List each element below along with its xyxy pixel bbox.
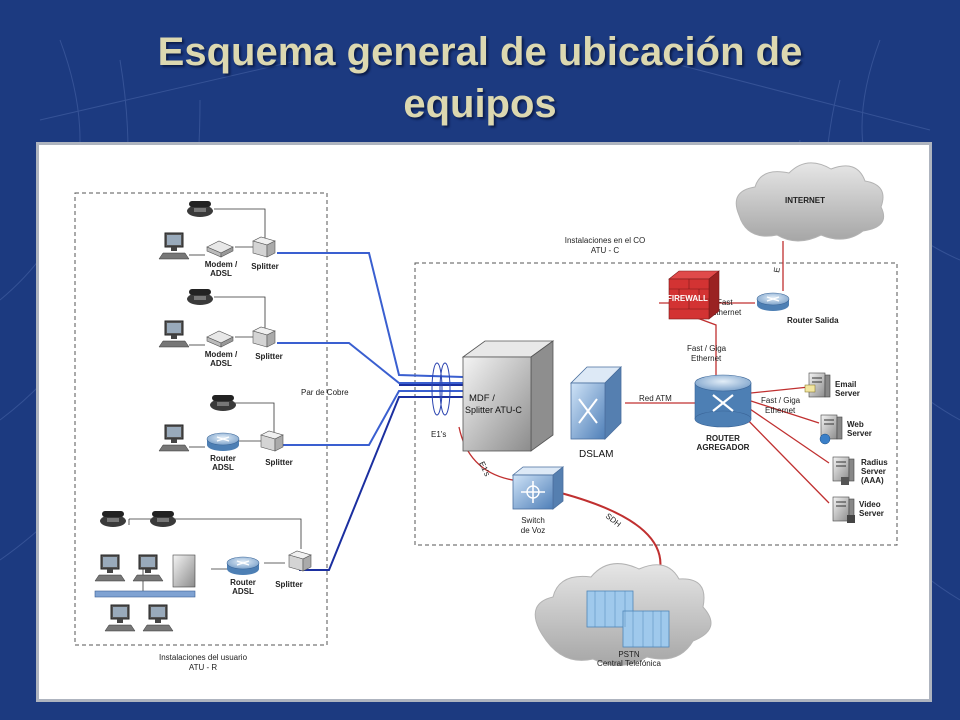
splitter-icon [252, 326, 276, 348]
splitter-1-label: Splitter [251, 262, 279, 271]
mdf-splitter-box: MDF / Splitter ATU-C [461, 340, 555, 452]
video-server [832, 496, 855, 523]
modem-2-label: Modem / [205, 350, 238, 359]
telephone-icon [187, 289, 213, 305]
par-de-cobre-label: Par de Cobre [301, 388, 349, 397]
e1s-voice-label: E1's [477, 460, 492, 478]
telephone-icon [100, 511, 126, 527]
splitter-icon [260, 430, 284, 452]
router-agregador-label-2: AGREGADOR [697, 443, 750, 452]
splitter-2-label: Splitter [255, 352, 283, 361]
e-label: E [772, 267, 782, 274]
diagram-panel: Instalaciones del usuario ATU - R Instal… [36, 142, 932, 702]
pstn-label-2: Central Telefónica [597, 659, 661, 668]
router-salida-icon [756, 292, 790, 312]
firewall-icon [668, 270, 720, 320]
copper-lines [277, 252, 464, 571]
router-agregador-label: ROUTER [706, 434, 740, 443]
router-3-label: Router [210, 454, 236, 463]
mdf-label: MDF / [469, 393, 495, 404]
user-zone-box [74, 192, 328, 646]
switch-label: Switch [521, 516, 545, 525]
fast-giga-top-label-1: Fast / Giga [687, 344, 727, 353]
computer-icon [104, 604, 136, 632]
network-diagram: Instalaciones del usuario ATU - R Instal… [74, 162, 898, 672]
e1-bundle [431, 362, 451, 416]
user-zone-label-2: ATU - R [189, 663, 218, 672]
computer-icon [158, 320, 190, 348]
dslam-device [570, 366, 622, 440]
splitter-icon [288, 550, 312, 572]
radius-server-label-3: (AAA) [861, 476, 884, 485]
radius-server-label-2: Server [861, 467, 886, 476]
mdf-label-2: Splitter ATU-C [465, 405, 522, 415]
modem-2-label-2: ADSL [210, 359, 232, 368]
router-4-label: Router [230, 578, 256, 587]
router-icon [206, 432, 240, 452]
server-icon [172, 554, 196, 588]
fast-giga-right-label-1: Fast / Giga [761, 396, 801, 405]
fast-ethernet-label-1: Fast [717, 298, 733, 307]
video-server-label: Video [859, 500, 881, 509]
co-zone-label-2: ATU - C [591, 246, 620, 255]
user-zone-label: Instalaciones del usuario [159, 653, 248, 662]
router-4-label-2: ADSL [232, 587, 254, 596]
user-site-1: Modem / ADSL Splitter [158, 201, 279, 278]
router-agregador [694, 374, 752, 428]
fast-giga-right-label-2: Ethernet [765, 406, 796, 415]
email-server-label-2: Server [835, 389, 860, 398]
switch-de-voz [511, 466, 565, 510]
computer-icon [132, 554, 164, 582]
router-3-label-2: ADSL [212, 463, 234, 472]
splitter-icon [252, 236, 276, 258]
slide-title-line-1: Esquema general de ubicación de [157, 30, 803, 74]
splitter-4-label: Splitter [275, 580, 303, 589]
pstn-label: PSTN [618, 650, 640, 659]
fast-ethernet-label-2: Ethernet [711, 308, 742, 317]
fast-giga-top-label-2: Ethernet [691, 354, 722, 363]
user-site-2: Modem / ADSL Splitter [158, 289, 283, 368]
modem-icon [206, 330, 234, 348]
modem-icon [206, 240, 234, 258]
web-server-label: Web [847, 420, 864, 429]
modem-1-label-2: ADSL [210, 269, 232, 278]
computer-icon [94, 554, 126, 582]
email-server-label: Email [835, 380, 856, 389]
computer-icon [142, 604, 174, 632]
splitter-3-label: Splitter [265, 458, 293, 467]
slide-title: Esquema general de ubicación de equipos [60, 26, 900, 130]
lan-bus [94, 590, 196, 598]
dslam-label: DSLAM [579, 449, 613, 460]
internet-label: INTERNET [785, 196, 825, 205]
radius-server-label: Radius [861, 458, 888, 467]
telephone-icon [210, 395, 236, 411]
co-zone-label: Instalaciones en el CO [565, 236, 646, 245]
radius-server [832, 456, 855, 485]
telephone-icon [150, 511, 176, 527]
e1s-label: E1's [431, 430, 446, 439]
computer-icon [158, 424, 190, 452]
switch-label-2: de Voz [521, 526, 545, 535]
router-salida-label: Router Salida [787, 316, 839, 325]
firewall-label: FIREWALL [667, 294, 708, 303]
web-server-label-2: Server [847, 429, 872, 438]
computer-icon [158, 232, 190, 260]
telephone-icon [187, 201, 213, 217]
red-links [458, 241, 830, 504]
red-atm-label: Red ATM [639, 394, 672, 403]
user-site-4: Router ADSL Splitter [94, 511, 312, 632]
internet-cloud [735, 162, 885, 242]
web-server [819, 414, 843, 445]
router-icon [226, 556, 260, 576]
pstn-cloud [534, 563, 712, 666]
email-server [804, 372, 831, 398]
modem-1-label: Modem / [205, 260, 238, 269]
user-site-3: Router ADSL Splitter [158, 395, 293, 472]
slide-title-line-2: equipos [403, 82, 557, 126]
video-server-label-2: Server [859, 509, 884, 518]
